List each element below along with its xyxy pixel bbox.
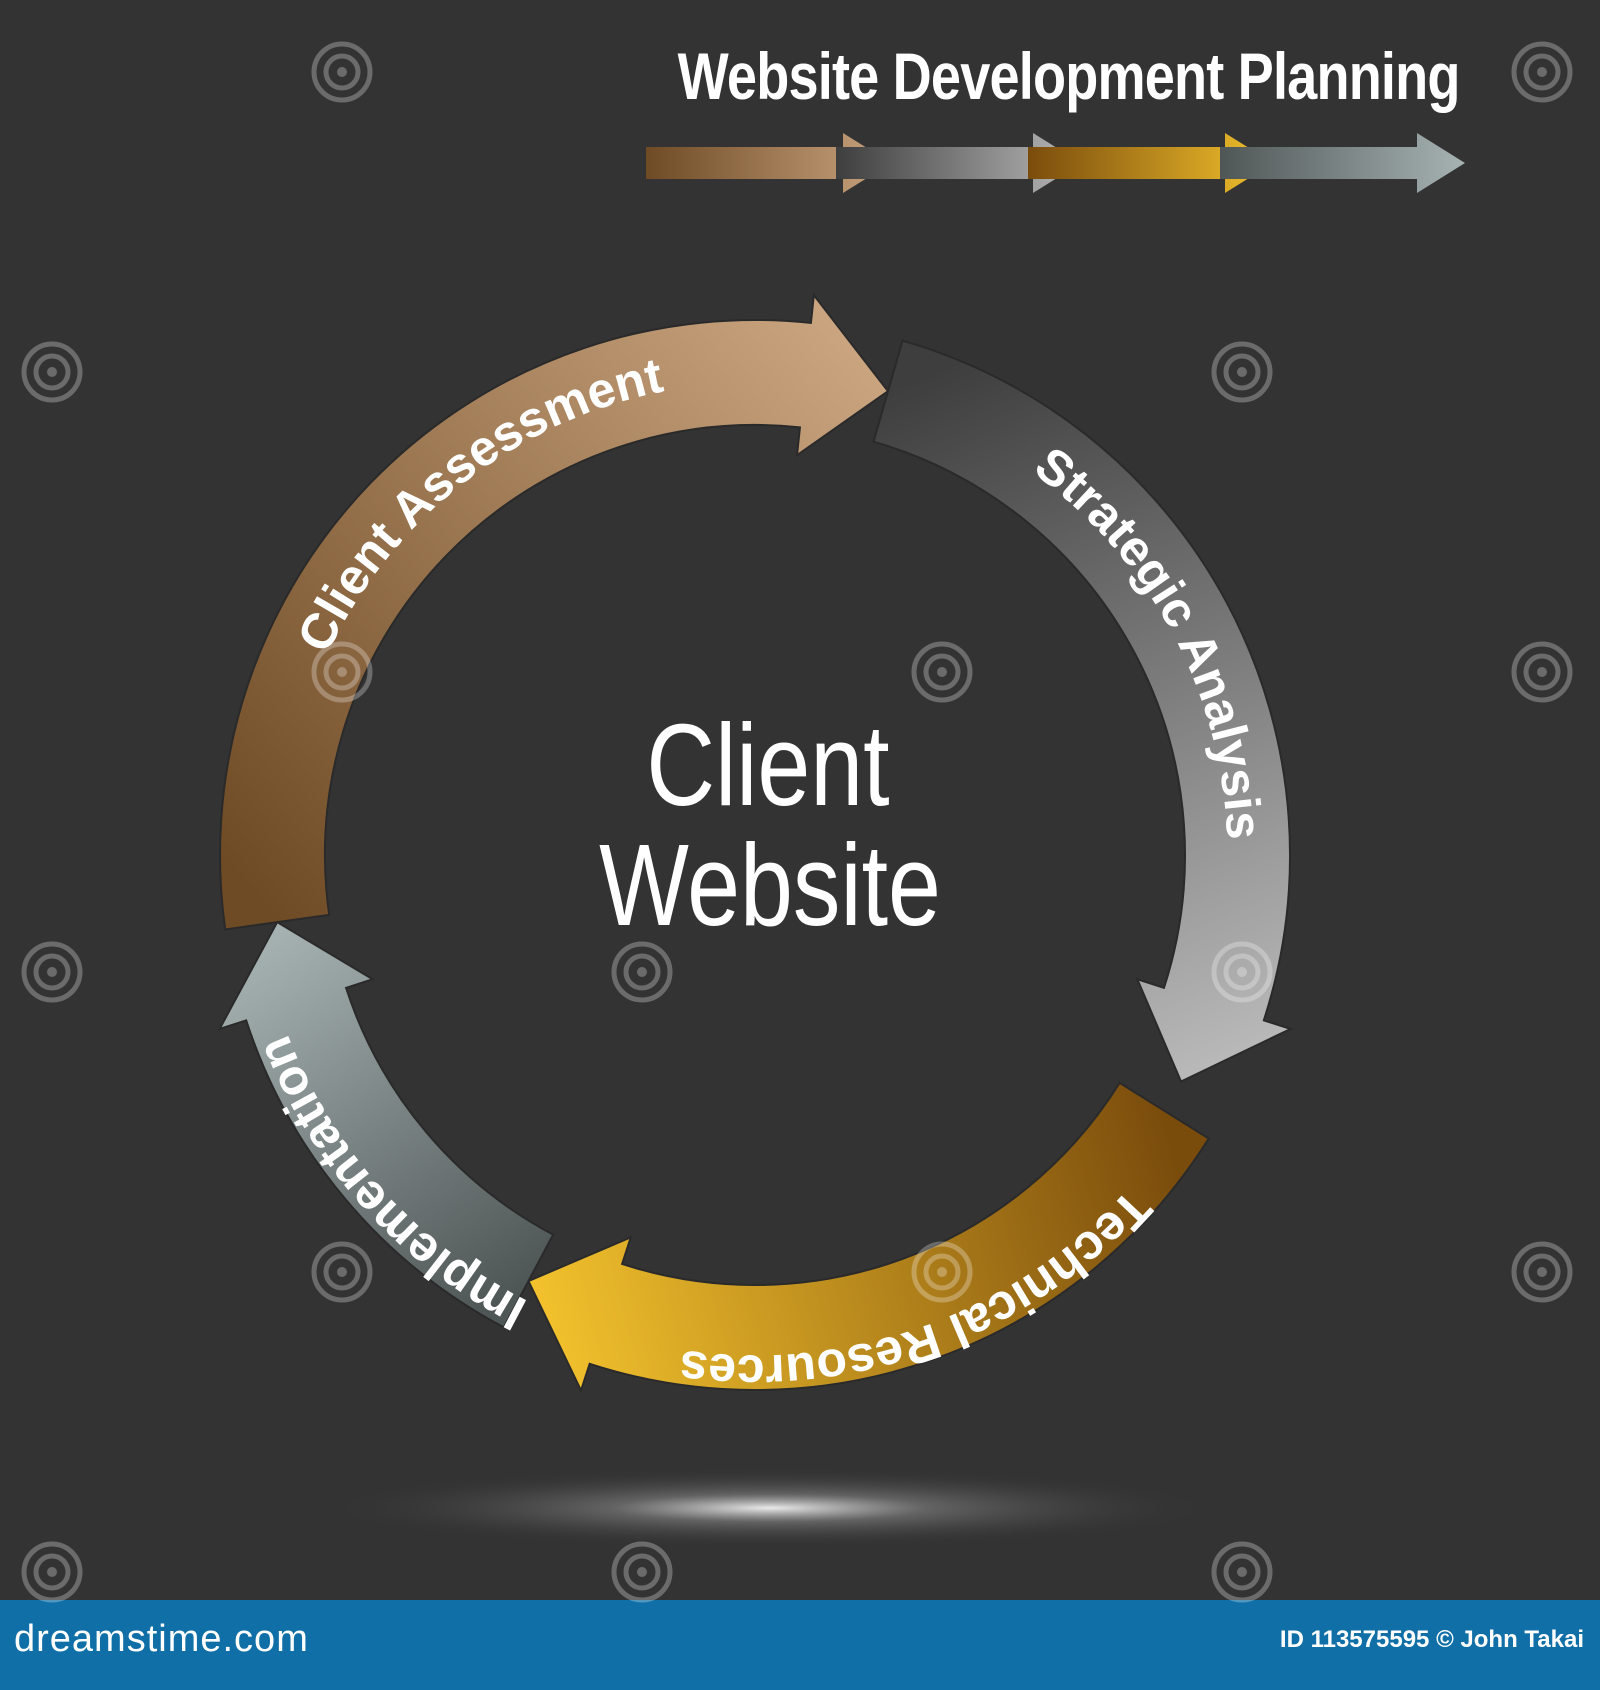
watermark-spiral-icon	[310, 1240, 374, 1304]
footer-site: dreamstime.com	[14, 1618, 309, 1660]
ring	[217, 292, 1294, 1394]
header-arrow-2	[836, 133, 1081, 193]
watermark-spiral-icon	[1210, 1540, 1274, 1604]
watermark-spiral-icon	[1510, 40, 1574, 104]
watermark-spiral-icon	[20, 340, 84, 404]
footer-credit: ID 113575595 © John Takai	[1279, 1626, 1584, 1653]
center-line-1: Client	[646, 701, 889, 830]
header-arrow-3	[1028, 133, 1273, 193]
watermark-spiral-icon	[1510, 640, 1574, 704]
diagram-title: Website Development Planning	[678, 39, 1461, 113]
watermark-spiral-icon	[1210, 340, 1274, 404]
watermark-spiral-icon	[610, 1540, 674, 1604]
arrow-segment-implementation	[217, 920, 555, 1329]
watermark-spiral-icon	[310, 40, 374, 104]
header-arrows	[646, 133, 1465, 193]
arrow-segment-technical-resources	[527, 1081, 1211, 1394]
watermark-spiral-icon	[610, 940, 674, 1004]
arrow-segment-client-assessment	[219, 292, 890, 931]
arrow-segment-strategic-analysis	[872, 339, 1294, 1083]
center-line-2: Website	[599, 821, 941, 950]
footer-bar: dreamstime.com ID 113575595 © John Takai	[0, 1600, 1600, 1690]
watermark-spiral-icon	[1210, 940, 1274, 1004]
watermark-spiral-icon	[20, 1540, 84, 1604]
floor-glow	[320, 1468, 1220, 1548]
segment-label-implementation: Implementation	[245, 1029, 534, 1342]
header-arrow-1	[646, 133, 891, 193]
watermark-spiral-icon	[910, 640, 974, 704]
watermark-spiral-icon	[1510, 1240, 1574, 1304]
watermark-spiral-icon	[310, 640, 374, 704]
watermark-spiral-icon	[910, 1240, 974, 1304]
watermark-spiral-icon	[20, 940, 84, 1004]
header-arrow-4	[1220, 133, 1465, 193]
